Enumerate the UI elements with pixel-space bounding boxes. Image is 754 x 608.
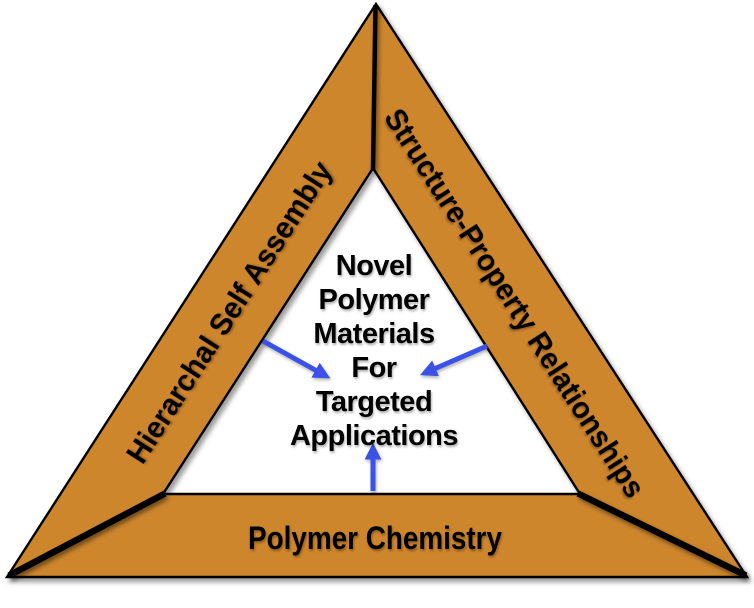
center-statement-line: Novel xyxy=(335,250,413,282)
center-statement-line: Targeted xyxy=(315,386,433,418)
center-statement: Novel Polymer Materials For Targeted App… xyxy=(289,249,459,453)
arrow-from-right-icon xyxy=(419,343,488,377)
bottom-side-label: Polymer Chemistry xyxy=(248,520,502,556)
bottom-right-miter-line xyxy=(576,490,748,579)
center-statement-line: For xyxy=(351,352,397,384)
triangle-band xyxy=(4,1,750,579)
center-statement-line: Applications xyxy=(289,420,459,452)
center-statement-line: Polymer xyxy=(318,284,430,316)
apex-miter-line xyxy=(370,4,378,170)
arrow-from-left-icon xyxy=(261,338,331,379)
center-statement-line: Materials xyxy=(313,318,435,350)
bottom-left-miter-line xyxy=(7,490,167,579)
